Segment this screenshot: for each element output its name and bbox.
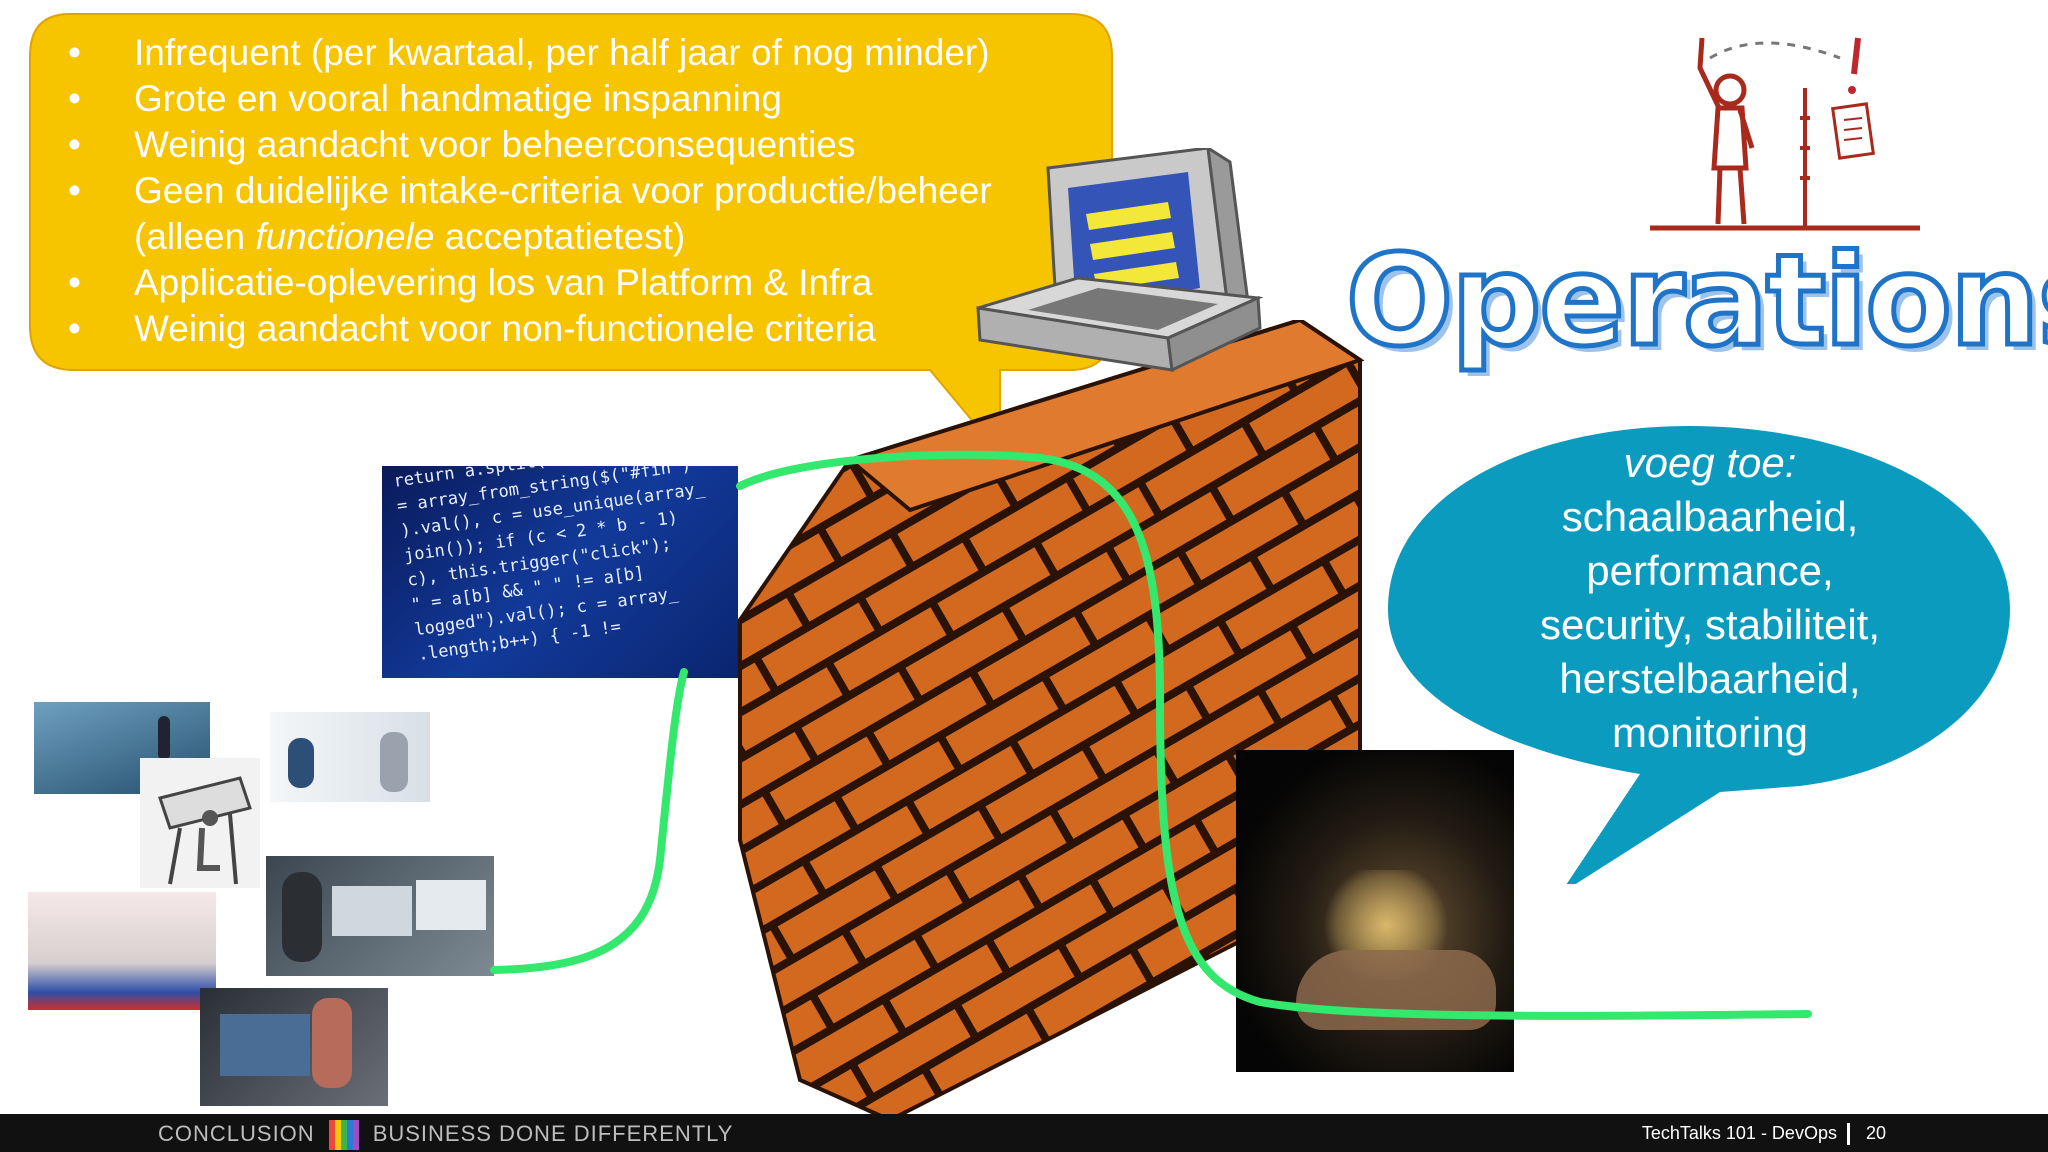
operations-figure-icon <box>1650 37 1920 231</box>
problem-list: Infrequent (per kwartaal, per half jaar … <box>68 30 1108 352</box>
bubble-lead: voeg toe: <box>1623 439 1797 486</box>
footer-deck-title: TechTalks 101 - DevOps <box>1641 1123 1837 1143</box>
pair-programming-photo <box>200 988 388 1106</box>
bubble-line: herstelbaarheid, <box>1559 655 1861 702</box>
problem-item: Grote en vooral handmatige inspanning <box>68 76 1108 122</box>
computer-icon <box>976 148 1264 373</box>
requirements-bubble-text: voeg toe: schaalbaarheid, performance, s… <box>1470 436 1950 760</box>
whiteboard-meeting-photo <box>270 712 430 802</box>
color-bars-icon <box>328 1120 359 1150</box>
bubble-line: monitoring <box>1611 709 1809 756</box>
brick-wall-image <box>738 320 1365 1123</box>
problem-item-continuation: (alleen functionele acceptatietest) <box>68 214 1108 260</box>
slide-footer: CONCLUSION BUSINESS DONE DIFFERENTLY Tech… <box>0 1114 2048 1152</box>
footer-branding: CONCLUSION BUSINESS DONE DIFFERENTLY <box>158 1120 733 1150</box>
problem-item: Weinig aandacht voor non-functionele cri… <box>68 306 1108 352</box>
problem-item: Weinig aandacht voor beheerconsequenties <box>68 122 1108 168</box>
code-screenshot: return a.split(" "); } $("#unique") = ar… <box>382 466 738 678</box>
footer-divider <box>1846 1123 1850 1146</box>
continuation-post: acceptatietest) <box>434 216 686 257</box>
bubble-line: performance, <box>1586 547 1834 594</box>
problem-item: Infrequent (per kwartaal, per half jaar … <box>68 30 1108 76</box>
continuation-pre: (alleen <box>134 216 256 257</box>
footer-meta: TechTalks 101 - DevOps 20 <box>1641 1123 1886 1146</box>
continuation-emphasis: functionele <box>255 216 435 257</box>
drafting-table-photo <box>140 758 260 888</box>
operations-title: Operations <box>1344 225 2048 377</box>
developers-desk-photo <box>266 856 494 976</box>
requirements-bubble-shape <box>1388 426 2010 884</box>
bubble-line: security, stabiliteit, <box>1540 601 1880 648</box>
workshop-tools-photo <box>28 892 216 1010</box>
bubble-line: schaalbaarheid, <box>1561 493 1859 540</box>
problem-item: Geen duidelijke intake-criteria voor pro… <box>68 168 1108 214</box>
page-number: 20 <box>1865 1123 1886 1143</box>
footer-conclusion: CONCLUSION <box>158 1120 315 1146</box>
footer-tagline: BUSINESS DONE DIFFERENTLY <box>372 1120 734 1146</box>
problem-item: Applicatie-oplevering los van Platform &… <box>68 260 1108 306</box>
